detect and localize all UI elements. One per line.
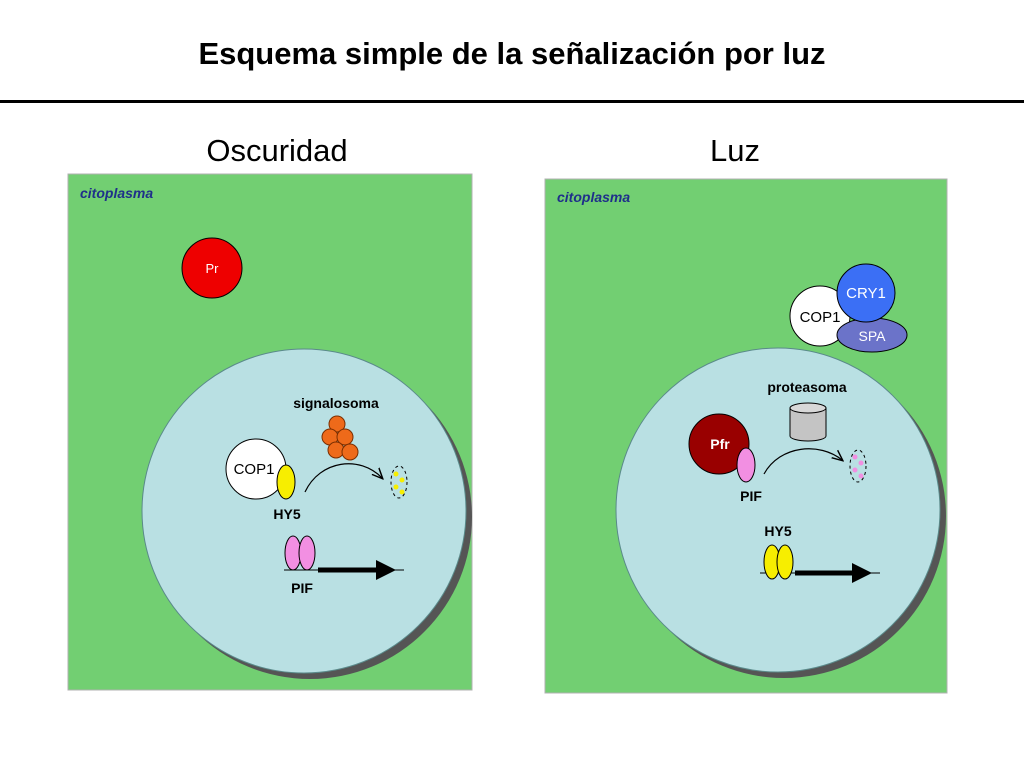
dark-degradation-arrow (304, 463, 382, 493)
cry1 (836, 263, 896, 323)
pfr-phytochrome (688, 413, 750, 475)
dark-panel-heading: Oscuridad (206, 133, 348, 168)
spa-label: SPA (859, 328, 887, 344)
light-cop1-label: COP1 (800, 309, 841, 326)
title-divider (0, 100, 1024, 103)
light-transcription-arrowhead (852, 563, 872, 583)
dark-hy5 (276, 464, 296, 500)
dark-nucleus (141, 348, 467, 674)
light-hy5-b (776, 544, 794, 580)
dark-hy5-label: HY5 (273, 506, 300, 522)
light-pif-label: PIF (740, 488, 762, 504)
proteasome (789, 402, 827, 442)
signalosome-label: signalosoma (293, 395, 379, 411)
slide-title: Esquema simple de la señalización por lu… (198, 36, 826, 71)
dark-cytoplasm-label: citoplasma (80, 185, 153, 201)
light-panel: citoplasma COP1 SPA CRY1 proteasoma Pfr … (544, 178, 948, 694)
light-degradation-arrow (763, 448, 842, 475)
degraded-hy5 (390, 465, 408, 499)
light-hy5-label: HY5 (764, 523, 791, 539)
pfr-label: Pfr (710, 436, 730, 452)
pr-label: Pr (206, 261, 220, 276)
light-pif (736, 447, 756, 483)
degraded-pif (849, 449, 867, 483)
signalosome-complex (321, 415, 359, 461)
light-panel-heading: Luz (710, 133, 760, 168)
dark-pif-label: PIF (291, 580, 313, 596)
dark-panel: citoplasma Pr signalosoma COP1 HY5 (67, 173, 473, 691)
dark-cop1-label: COP1 (234, 461, 275, 478)
dark-transcription-arrowhead (376, 560, 396, 580)
proteasome-label: proteasoma (767, 379, 847, 395)
light-cytoplasm-label: citoplasma (557, 189, 630, 205)
dark-pif-b (298, 535, 316, 571)
light-nucleus (615, 347, 941, 673)
pr-phytochrome (181, 237, 243, 299)
cry1-label: CRY1 (846, 285, 886, 302)
